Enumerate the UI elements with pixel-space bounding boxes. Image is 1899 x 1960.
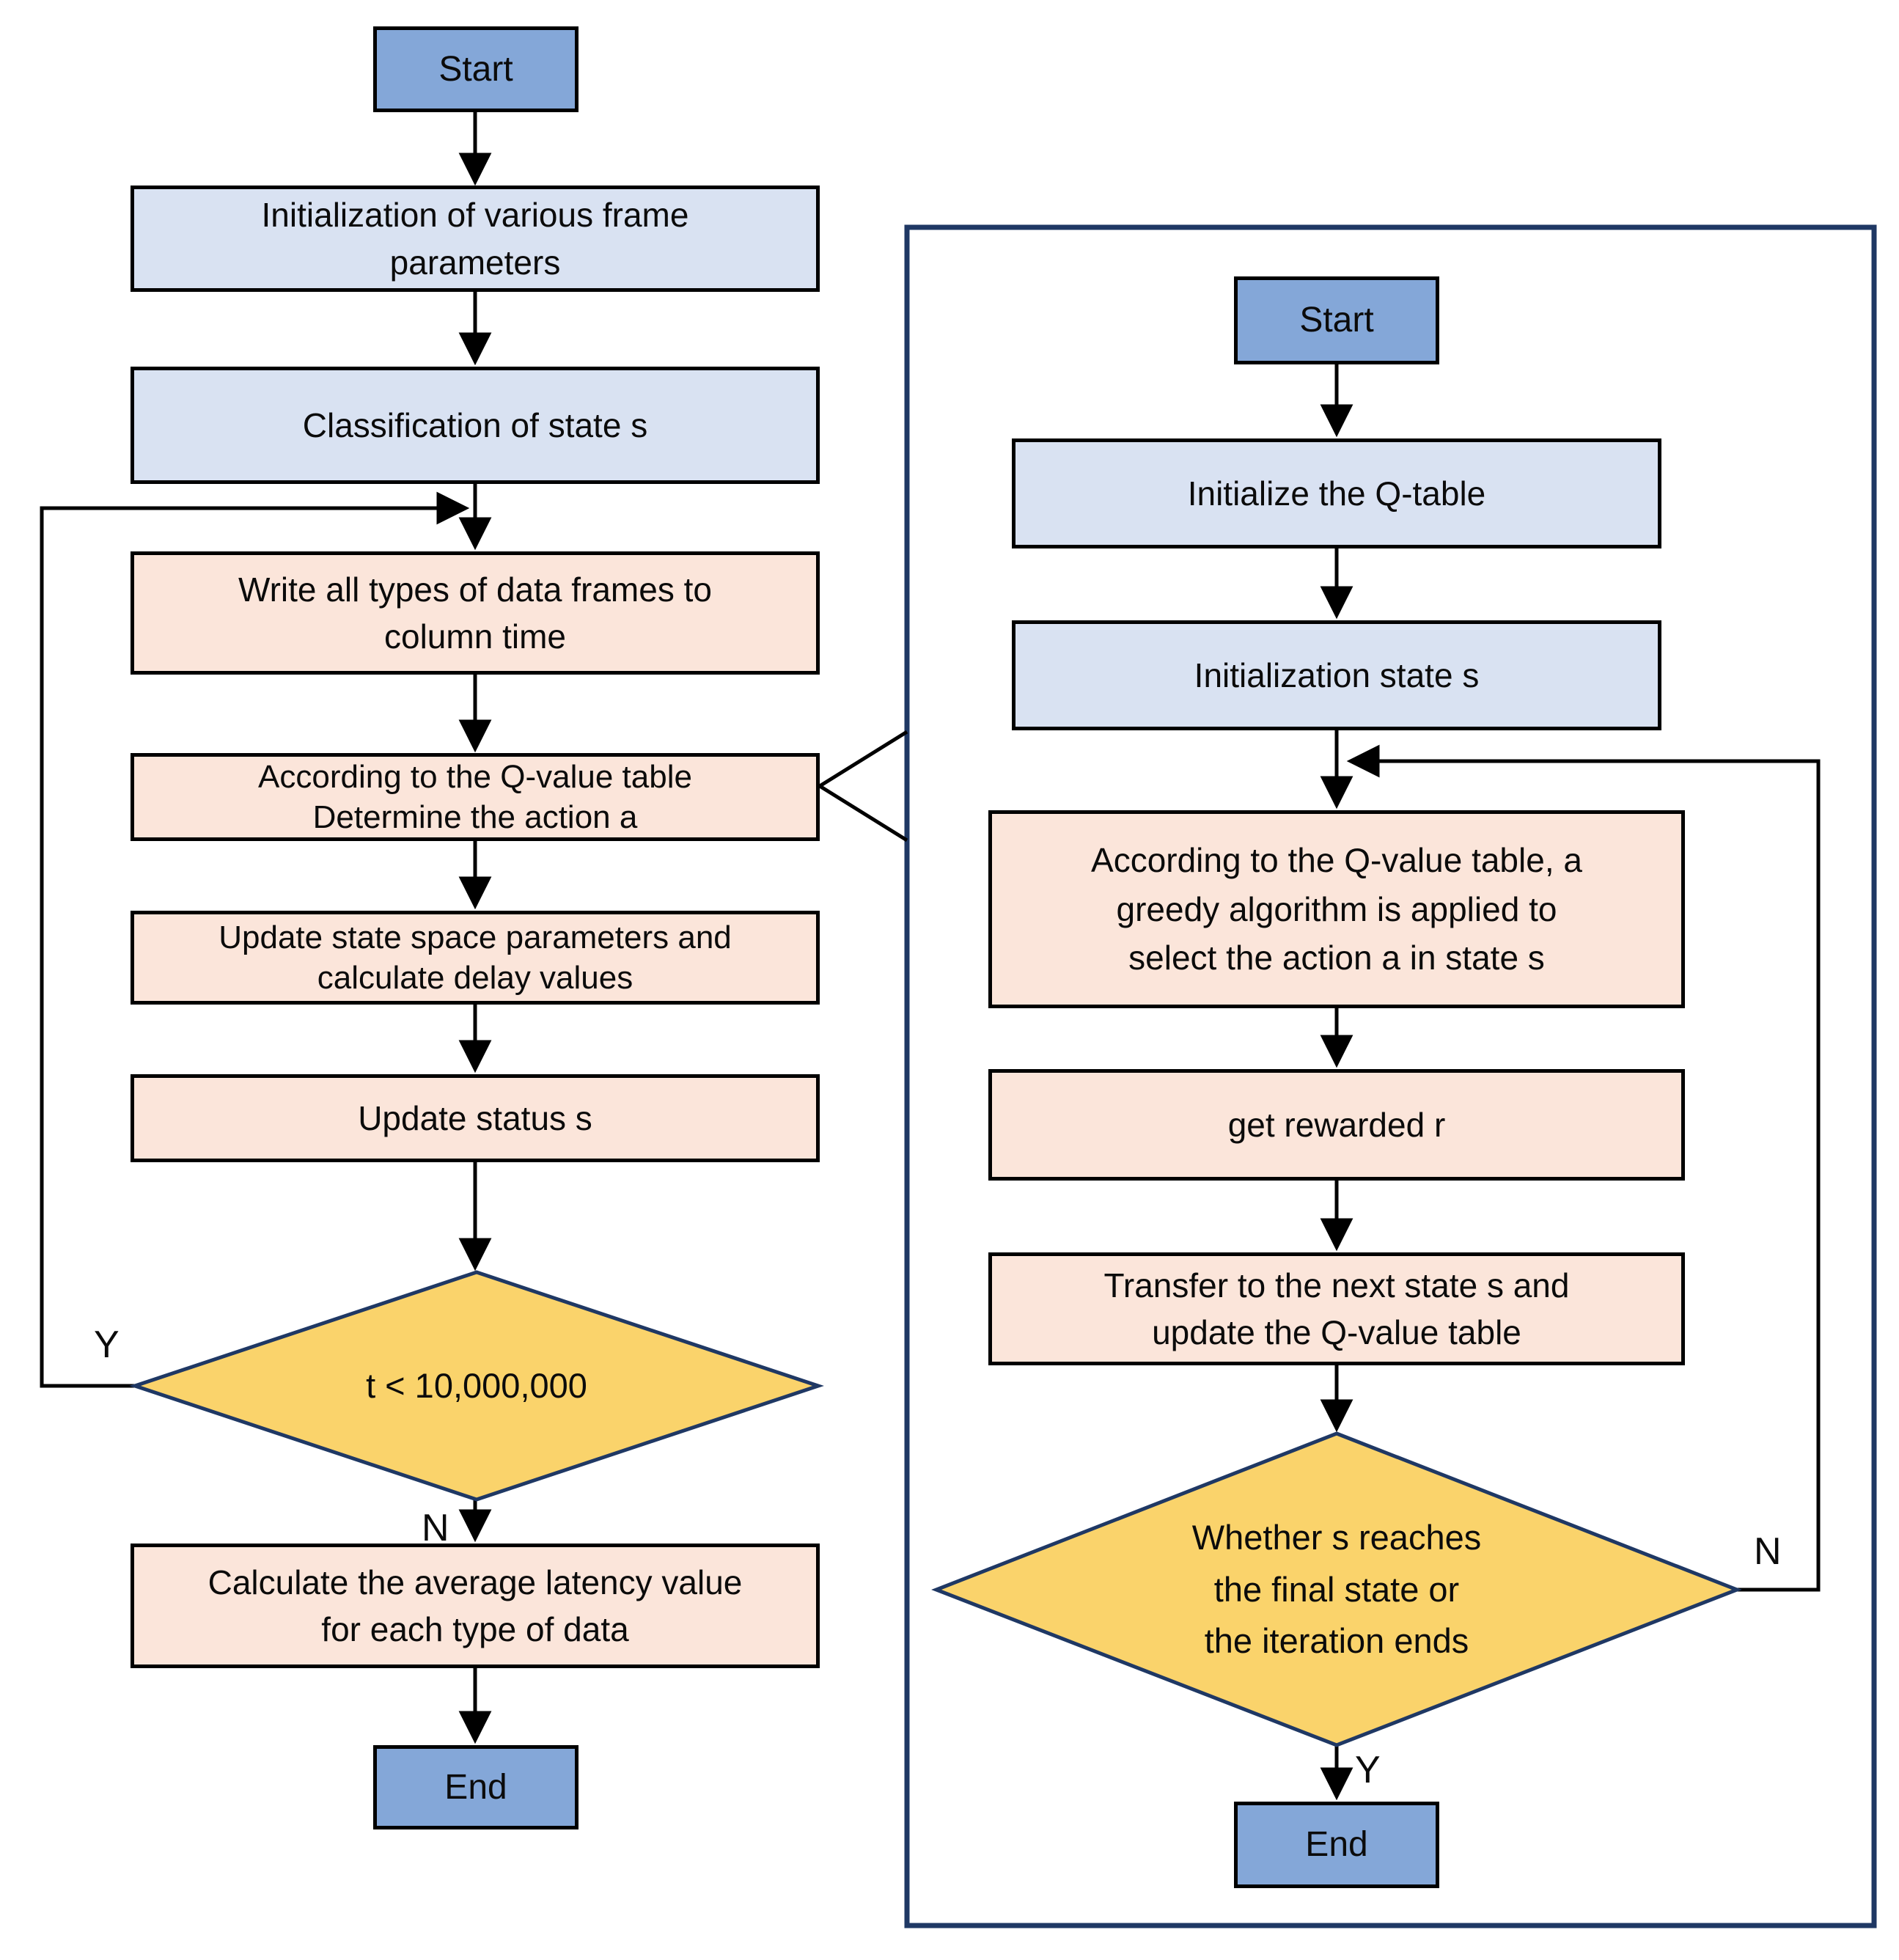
left-yes-label: Y bbox=[94, 1324, 120, 1366]
right-get-reward-node: get rewarded r bbox=[988, 1069, 1685, 1181]
edge-loop-yes-left bbox=[40, 491, 470, 1388]
expansion-chevron bbox=[816, 730, 908, 843]
edge-loop-no-right bbox=[1346, 744, 1821, 1592]
right-transfer-update-node: Transfer to the next state s and update … bbox=[988, 1252, 1685, 1365]
right-start-node: Start bbox=[1234, 276, 1439, 364]
right-init-qtable-node: Initialize the Q-table bbox=[1012, 438, 1661, 548]
subroutine-frame bbox=[904, 224, 1877, 1928]
left-init-frame-params-node: Initialization of various frame paramete… bbox=[131, 186, 820, 292]
right-yes-label: Y bbox=[1355, 1749, 1381, 1791]
right-greedy-select-node: According to the Q-value table, a greedy… bbox=[988, 810, 1685, 1008]
right-no-label: N bbox=[1754, 1530, 1782, 1573]
right-decision-label: Whether s reaches the final state or the… bbox=[1191, 1518, 1482, 1661]
left-decision-diamond bbox=[129, 1270, 824, 1502]
left-end-node: End bbox=[373, 1745, 578, 1829]
right-end-node: End bbox=[1234, 1802, 1439, 1888]
left-update-status-node: Update status s bbox=[131, 1074, 820, 1162]
left-calc-latency-node: Calculate the average latency value for … bbox=[131, 1544, 820, 1668]
left-no-label: N bbox=[422, 1507, 449, 1549]
left-update-state-space-node: Update state space parameters and calcul… bbox=[131, 911, 820, 1005]
right-init-state-node: Initialization state s bbox=[1012, 620, 1661, 730]
left-determine-action-node: According to the Q-value table Determine… bbox=[131, 753, 820, 841]
left-classification-node: Classification of state s bbox=[131, 367, 820, 484]
left-decision-label: t < 10,000,000 bbox=[366, 1365, 587, 1405]
left-write-frames-node: Write all types of data frames to column… bbox=[131, 551, 820, 675]
left-start-node: Start bbox=[373, 26, 578, 112]
right-decision-diamond bbox=[931, 1431, 1742, 1747]
